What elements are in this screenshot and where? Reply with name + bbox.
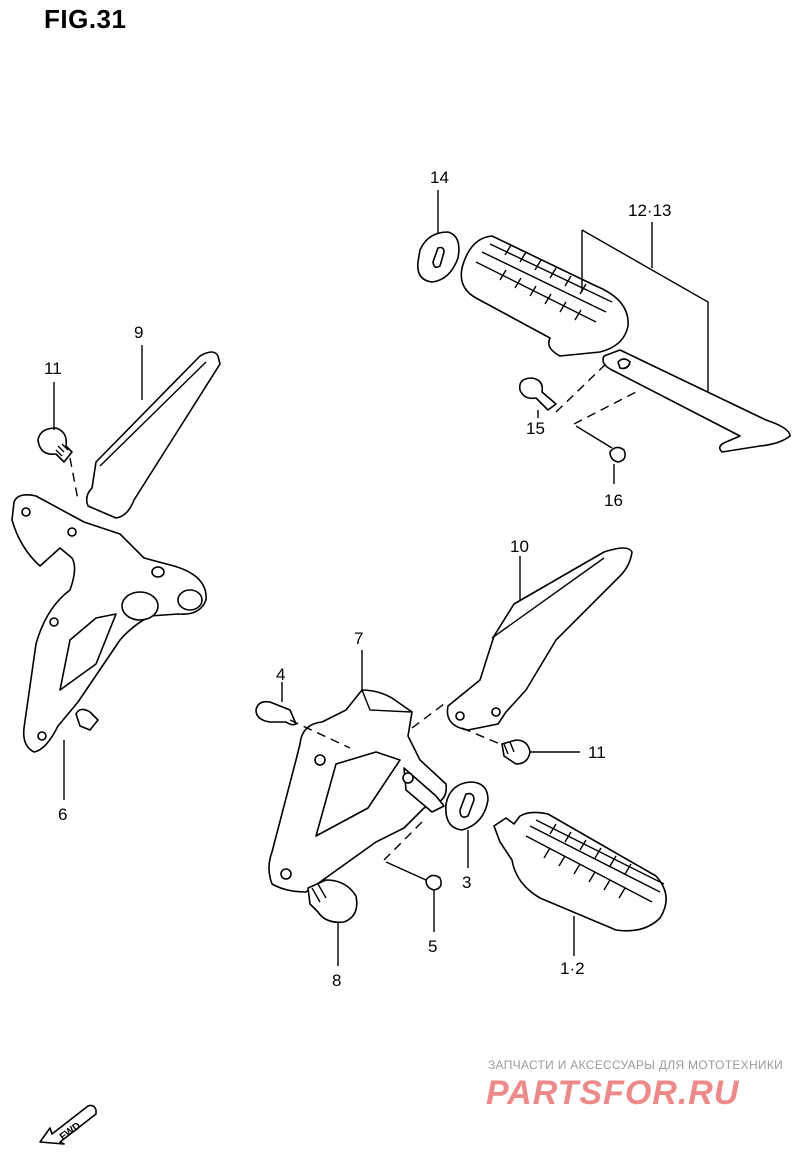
fwd-arrow-icon: FWD	[39, 1104, 97, 1145]
callout-3: 3	[462, 873, 471, 892]
figure-title: FIG.31	[44, 4, 127, 34]
dash-11-upper	[69, 457, 79, 501]
part-11-bolt-lower[interactable]	[501, 739, 531, 765]
leader-12-13-b	[581, 229, 709, 392]
callout-11-upper: 11	[44, 359, 62, 378]
watermark-logo: PARTSFOR.RU	[486, 1074, 740, 1112]
dash-15	[555, 359, 611, 413]
dash-16b	[575, 425, 613, 449]
part-8-bolt[interactable]	[307, 879, 358, 924]
callout-8: 8	[332, 971, 341, 990]
part-7-bracket[interactable]	[268, 689, 448, 893]
callout-4: 4	[276, 665, 285, 684]
dash-5a	[383, 821, 423, 861]
part-16-clip[interactable]	[609, 446, 626, 463]
part-10-heel-guard[interactable]	[446, 547, 633, 731]
dash-5b	[385, 861, 427, 881]
part-11-bolt-upper[interactable]	[37, 427, 73, 463]
part-3-washer[interactable]	[445, 781, 489, 831]
footpeg-bar	[602, 349, 791, 453]
callout-12-13: 12·13	[628, 201, 671, 220]
part-6-bracket[interactable]	[11, 494, 207, 753]
dash-4	[289, 719, 351, 749]
dash-11-lower	[461, 727, 501, 745]
part-5-clip[interactable]	[425, 874, 442, 891]
callout-10: 10	[510, 537, 529, 556]
part-9-heel-guard[interactable]	[85, 351, 221, 519]
callout-16: 16	[604, 491, 623, 510]
callout-15: 15	[526, 419, 545, 438]
callout-11-lower: 11	[588, 743, 606, 762]
callout-9: 9	[134, 323, 143, 342]
part-15-pin[interactable]	[518, 377, 557, 411]
callout-5: 5	[428, 937, 437, 956]
part-4-bolt[interactable]	[255, 700, 297, 726]
callout-14: 14	[430, 168, 449, 187]
dash-7	[411, 703, 445, 729]
part-1-2-footpeg-rubber[interactable]	[493, 811, 667, 932]
dash-16a	[573, 391, 637, 425]
callout-6: 6	[58, 805, 67, 824]
part-14-washer[interactable]	[416, 231, 460, 283]
part-12-13-footpeg-rubber[interactable]	[460, 235, 629, 357]
watermark-subtitle: ЗАПЧАСТИ И АКСЕССУАРЫ ДЛЯ МОТОТЕХНИКИ	[488, 1058, 784, 1072]
callout-1-2: 1·2	[560, 959, 585, 978]
callout-7: 7	[354, 629, 363, 648]
